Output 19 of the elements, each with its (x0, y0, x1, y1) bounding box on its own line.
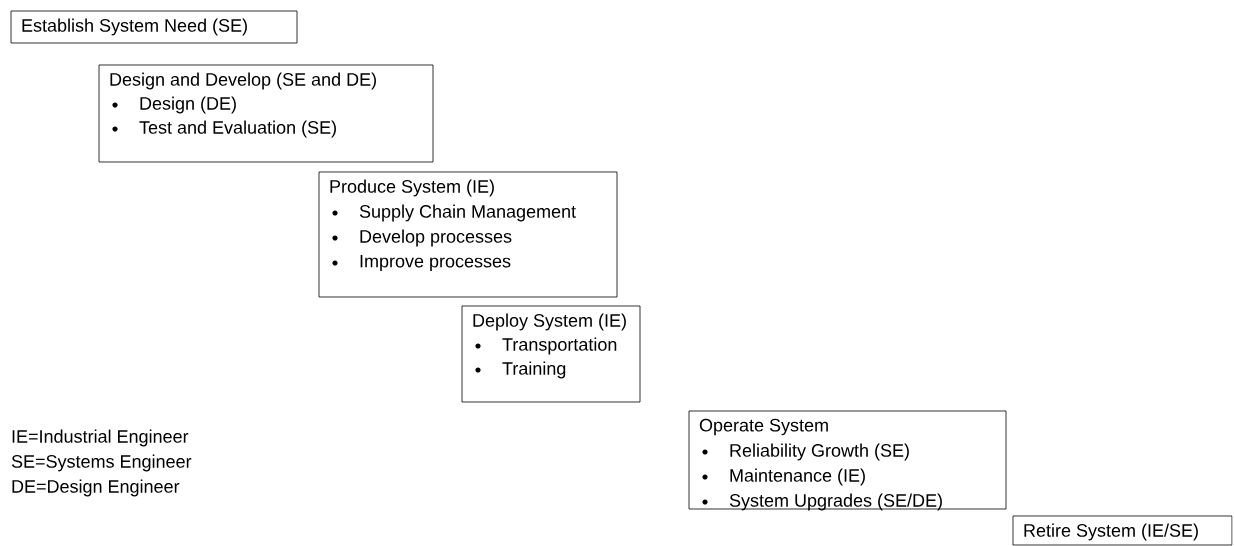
box-heading: Operate System (699, 418, 828, 436)
bullet-item: Transportation (502, 337, 617, 355)
bullet-item: Develop processes (360, 229, 512, 247)
legend-text: SE=Systems Engineer (11, 454, 192, 472)
legend-text: DE=Design Engineer (12, 479, 180, 497)
box-heading: Establish System Need (SE) (22, 18, 247, 36)
box-heading: Retire System (IE/SE) (1024, 523, 1198, 541)
box-heading: Produce System (IE) (330, 179, 494, 197)
box-heading: Design and Develop (SE and DE) (110, 72, 376, 90)
bullet-item: System Upgrades (SE/DE) (729, 493, 942, 511)
bullet-item: Maintenance (IE) (730, 468, 865, 486)
bullet-item: Test and Evaluation (SE) (139, 120, 336, 138)
bullet-item: Improve processes (360, 254, 511, 272)
bullet-item: Supply Chain Management (359, 204, 576, 222)
bullet-item: Reliability Growth (SE) (730, 443, 909, 461)
legend-text: IE=Industrial Engineer (12, 429, 189, 447)
bullet-item: Training (502, 361, 566, 379)
box-heading: Deploy System (IE) (473, 313, 626, 331)
bullet-item: Design (DE) (140, 96, 236, 114)
